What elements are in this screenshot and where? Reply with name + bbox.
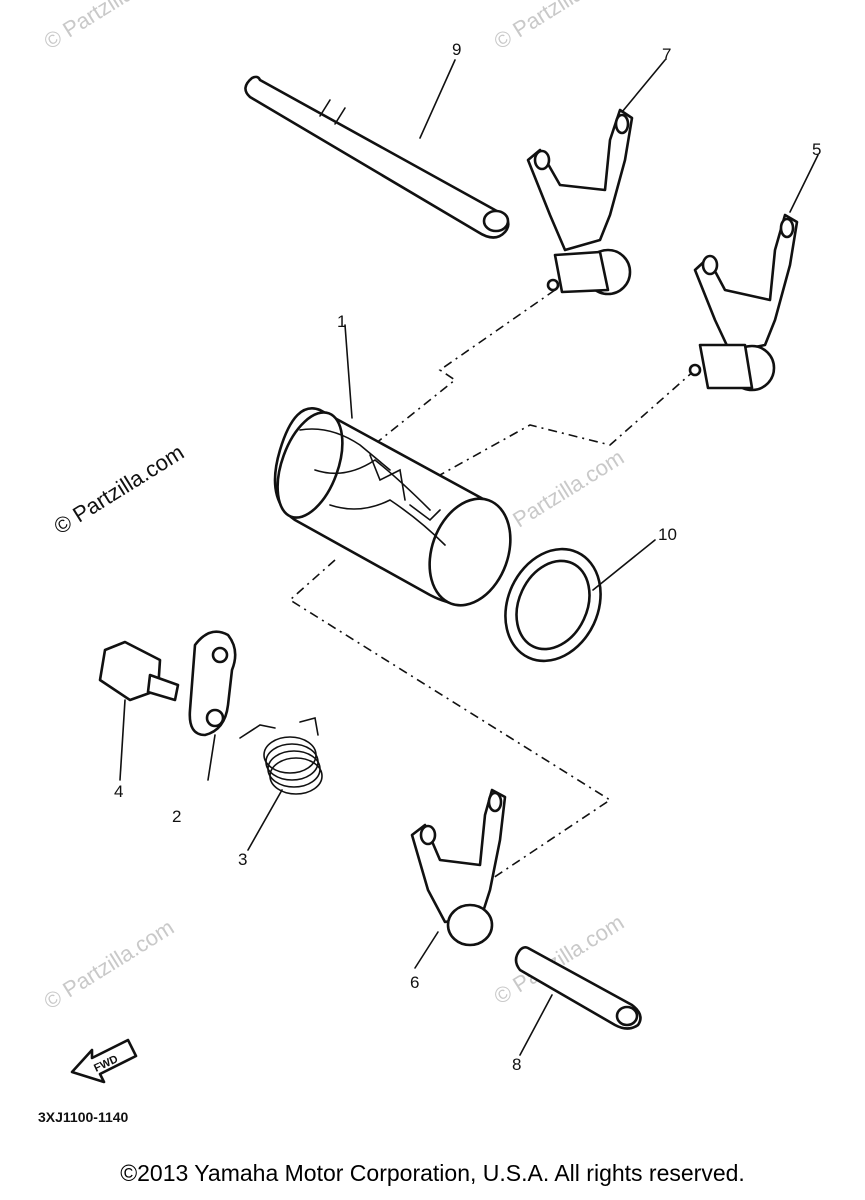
watermark-dark: © Partzilla.com: [49, 439, 188, 539]
callout-3: 3: [238, 850, 247, 869]
shift-fork-lower: [410, 788, 507, 947]
callout-1: 1: [337, 312, 346, 331]
fwd-arrow-icon: FWD: [70, 1038, 138, 1084]
assembly-lines: [288, 289, 696, 881]
watermark-top-left: © Partzilla.com: [39, 0, 178, 54]
callout-8: 8: [512, 1055, 521, 1074]
copyright-notice: ©2013 Yamaha Motor Corporation, U.S.A. A…: [120, 1160, 745, 1186]
shift-fork-upper-right: [688, 213, 799, 392]
torsion-spring: [239, 717, 323, 795]
guide-bar-long: [244, 75, 510, 239]
watermark-top-center: © Partzilla.com: [489, 0, 628, 54]
callout-9: 9: [452, 40, 461, 59]
callout-numbers: 9 7 5 1 10 4 2 3 6 8: [114, 40, 821, 1074]
callout-4: 4: [114, 782, 123, 801]
callout-10: 10: [658, 525, 677, 544]
callout-6: 6: [410, 973, 419, 992]
callout-5: 5: [812, 140, 821, 159]
shift-drum: [273, 407, 512, 607]
leader-lines: [119, 59, 819, 1056]
callout-7: 7: [662, 45, 671, 64]
bolt: [98, 640, 180, 702]
washer-ring: [504, 547, 602, 663]
guide-bar-short: [514, 946, 642, 1030]
shift-fork-upper: [526, 108, 634, 296]
diagram-code: 3XJ1100-1140: [38, 1109, 129, 1125]
callout-2: 2: [172, 807, 181, 826]
stopper-lever: [188, 630, 237, 737]
watermark-bottom-left: © Partzilla.com: [39, 914, 178, 1014]
